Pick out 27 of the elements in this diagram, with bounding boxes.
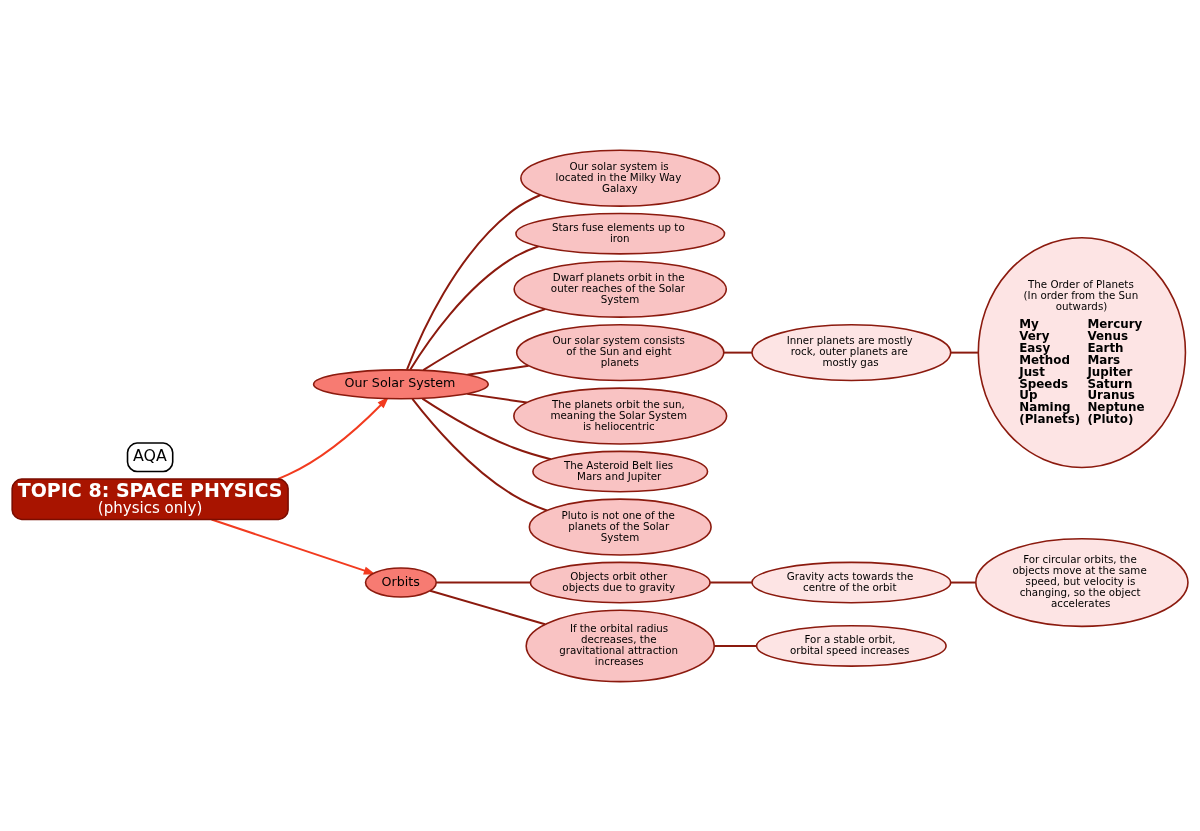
connector — [409, 244, 540, 371]
node-ellipse: Gravity acts towards the centre of the orbit — [751, 561, 952, 603]
node-ellipse: If the orbital radius decreases, the gravitational attraction increases — [525, 608, 716, 682]
node-ellipse: Dwarf planets orbit in the outer reaches of the Solar System — [513, 260, 728, 318]
node-ellipse: Pluto is not one of the planets of the Solar System — [528, 497, 712, 556]
connector — [466, 392, 528, 404]
node-ellipse: Our solar system consists of the Sun and eight planets — [515, 323, 725, 381]
node-ellipse: Our solar system is located in the Milky Way Galaxy — [520, 149, 721, 207]
node-ellipse: For a stable orbit, orbital speed increases — [755, 624, 947, 667]
connector — [422, 307, 547, 371]
node-ellipse: Inner planets are mostly rock, outer planets are mostly gas — [751, 323, 952, 381]
node-ellipse: Objects orbit other objects due to gravity — [529, 561, 711, 603]
node-box: AQA — [126, 441, 174, 472]
connector — [406, 193, 542, 371]
connector — [411, 397, 548, 511]
node-ellipse: For circular orbits, the objects move at the same speed, but velocity is changing, so the object accelerates — [975, 537, 1189, 627]
node-ellipse: The planets orbit the sun, meaning the Solar System is heliocentric — [513, 386, 728, 445]
connector — [429, 589, 547, 625]
node-ellipse: Stars fuse elements up to iron — [515, 212, 726, 255]
connector — [709, 581, 753, 583]
node-ellipse: The Asteroid Belt lies Mars and Jupiter — [532, 450, 709, 492]
connector — [723, 351, 753, 354]
connector — [949, 581, 977, 583]
node-circle: The Order of Planets (In order from the Sun outwards) My Very Easy Method Just Speeds Up Naming (Planets) Mercury Venus Earth Mars Jupiter Saturn Uranus Neptune (Pluto) — [977, 236, 1187, 468]
node-ellipse: Our Solar System — [312, 368, 489, 400]
connector — [421, 397, 552, 460]
node-box: TOPIC 8: SPACE PHYSICS (physics only) — [11, 477, 289, 520]
